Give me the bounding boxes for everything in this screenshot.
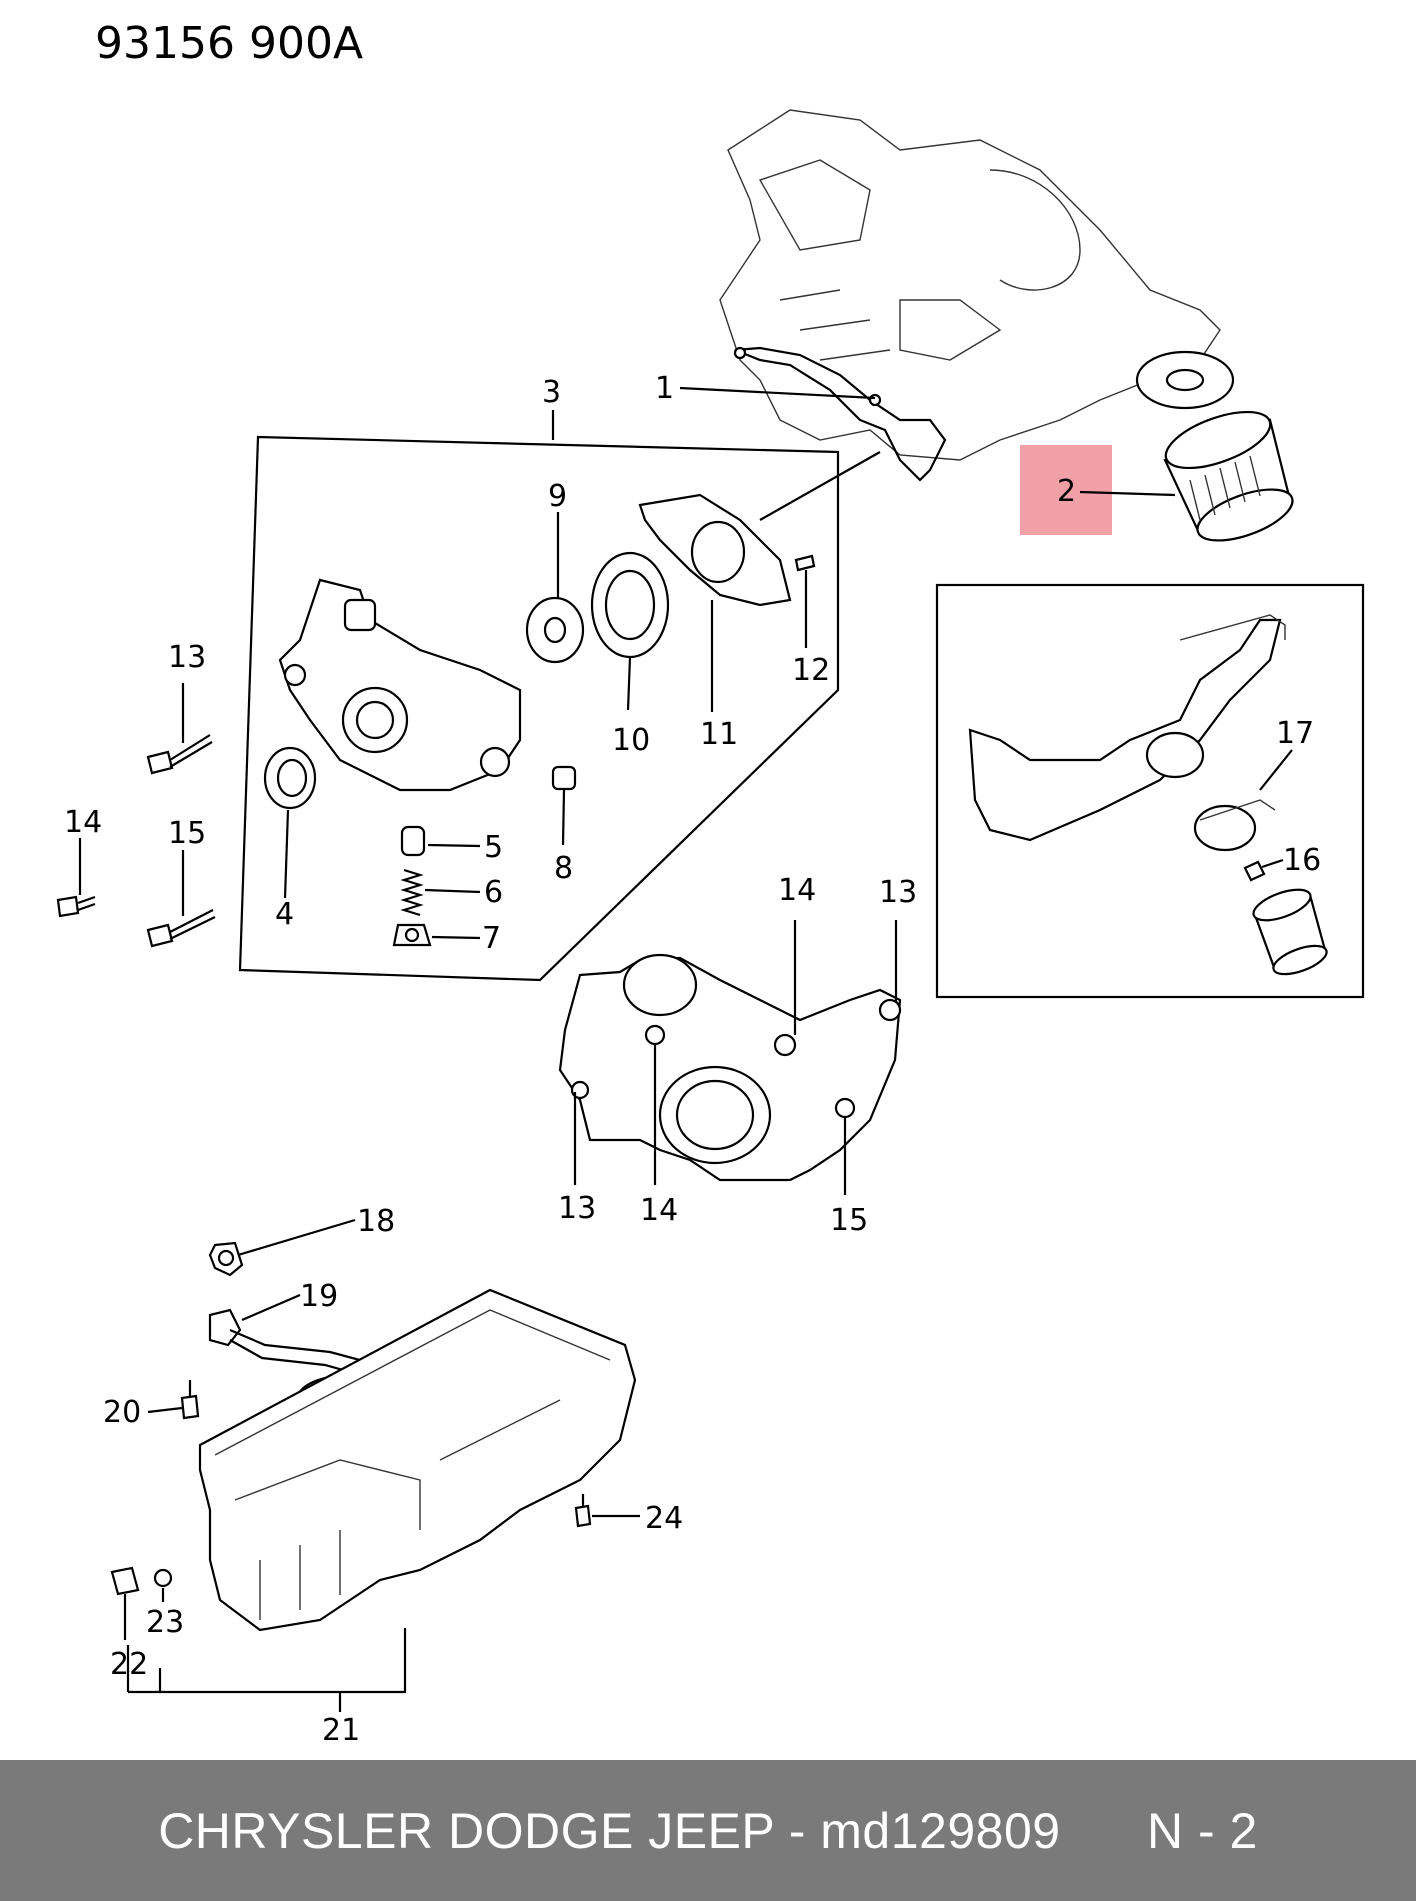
part-6-spring: [400, 868, 424, 917]
leader-3-gasket: [759, 451, 881, 521]
callout-15-left: 15: [168, 816, 206, 851]
part-11-pump-cover: [638, 493, 792, 607]
part-9-inner-rotor: [525, 596, 585, 664]
part-16-oil-pressure-switch: [1243, 860, 1266, 882]
leader-2: [1079, 490, 1176, 497]
part-13-bolt-left: [146, 734, 213, 775]
leader-1: [679, 386, 876, 400]
footer-page-ref: N - 2: [1146, 1802, 1258, 1859]
footer-bar: CHRYSLER DODGE JEEP - md129809 N - 2: [0, 1760, 1416, 1901]
callout-1: 1: [655, 371, 674, 406]
leader-19: [241, 1293, 301, 1322]
callout-14-left: 14: [64, 805, 102, 840]
callout-12: 12: [792, 653, 830, 688]
part-12-dowel-pin: [794, 554, 816, 572]
part-15-bolt-left: [146, 909, 216, 948]
inset-filter-bracket: [1145, 731, 1276, 852]
part-24-bolt: [574, 1494, 592, 1528]
drawing-code: 93156 900A: [95, 18, 363, 69]
part-22-drain-plug: [110, 1566, 140, 1596]
callout-13-left: 13: [168, 640, 206, 675]
leader-5: [427, 843, 481, 848]
leader-17: [1259, 749, 1293, 791]
oil-filter-mount: [1135, 350, 1235, 410]
front-case: [558, 953, 902, 1182]
footer-spacer: [1061, 1802, 1147, 1860]
part-18-gasket: [208, 1241, 244, 1277]
callout-15-case-bottom: 15: [830, 1203, 868, 1238]
leader-7: [431, 935, 481, 940]
callout-16: 16: [1283, 843, 1321, 878]
part-8-plug: [551, 765, 577, 791]
callout-13-case-top: 13: [879, 875, 917, 910]
part-5-plunger: [400, 825, 426, 857]
part-20-bolt: [180, 1380, 200, 1420]
part-7-plug: [392, 923, 432, 947]
footer-brand-part: CHRYSLER DODGE JEEP - md129809: [158, 1802, 1061, 1859]
callout-6: 6: [484, 875, 503, 910]
inset-frame: [935, 583, 1365, 999]
part-21-oil-pan: [198, 1288, 637, 1632]
callout-23: 23: [146, 1605, 184, 1640]
callout-18: 18: [357, 1204, 395, 1239]
leader-18: [237, 1218, 356, 1257]
part-2-oil-filter: [1163, 410, 1294, 542]
leader-20: [147, 1406, 183, 1414]
callout-3: 3: [542, 375, 561, 410]
callout-17: 17: [1276, 716, 1314, 751]
engine-block: [719, 109, 1221, 461]
part-14-bolt-left: [56, 895, 96, 918]
leader-21-bracket: [126, 1628, 407, 1712]
callout-21: 21: [322, 1713, 360, 1748]
callout-14-case-top: 14: [778, 873, 816, 908]
oil-pump-housing: [278, 578, 522, 792]
callout-7: 7: [482, 921, 501, 956]
part-23-gasket: [153, 1568, 173, 1588]
callout-20: 20: [103, 1395, 141, 1430]
callout-4: 4: [275, 897, 294, 932]
callout-19: 19: [300, 1279, 338, 1314]
callout-10: 10: [612, 723, 650, 758]
part-4-oil-seal: [263, 746, 317, 810]
part-1-oil-pump-gasket: [733, 346, 947, 482]
inset-oil-filter: [1252, 888, 1328, 976]
callout-14-case-bottom: 14: [640, 1193, 678, 1228]
callout-22: 22: [110, 1647, 148, 1682]
parts-diagram: 93156 900A 1 2 3: [56, 18, 1365, 1748]
assembly-3-frame: [238, 435, 840, 982]
callout-8: 8: [554, 851, 573, 886]
leader-6: [424, 888, 481, 894]
callout-2: 2: [1057, 474, 1076, 509]
highlight-box-part-2: [1020, 445, 1112, 535]
leader-8: [561, 789, 566, 846]
callout-9: 9: [548, 479, 567, 514]
callout-5: 5: [484, 830, 503, 865]
leader-10: [626, 656, 632, 711]
inset-oil-pan-view: [968, 614, 1286, 842]
leader-4: [283, 809, 290, 899]
part-10-outer-rotor: [590, 551, 670, 659]
leader-16: [1261, 858, 1284, 869]
callout-13-case-bottom: 13: [558, 1191, 596, 1226]
callout-24: 24: [645, 1501, 683, 1536]
callout-11: 11: [700, 717, 738, 752]
